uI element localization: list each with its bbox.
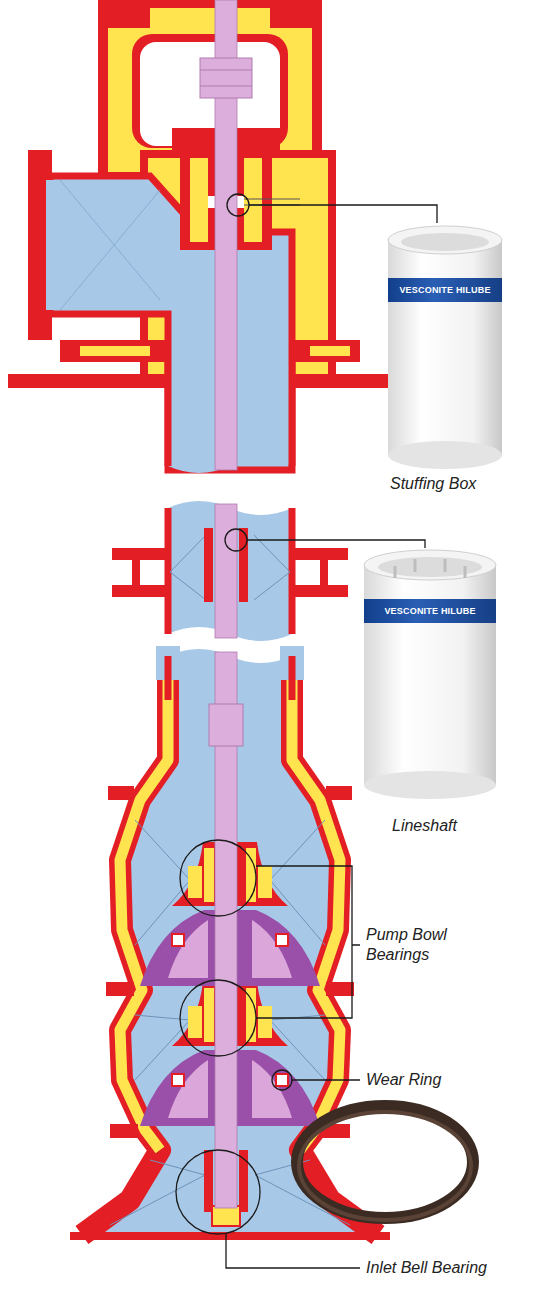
lineshaft-bushing-photo (395, 559, 465, 578)
column-pipe (112, 585, 168, 597)
column-pipe (292, 548, 348, 560)
leader-lines (176, 194, 437, 1268)
brand-text: VESCONITE HILUBE (364, 604, 496, 618)
discharge-head (108, 8, 312, 172)
leader-lines (292, 1079, 360, 1080)
part-name: Stuffing Box (390, 474, 510, 494)
brand-text: VESCONITE HILUBE (388, 283, 502, 297)
bowl-bearing-hub (246, 848, 256, 902)
bowl-bearing-hub (188, 866, 202, 898)
stuffing-box-bushing-photo (388, 240, 502, 455)
leader-lines (180, 980, 256, 1056)
stuffing-box-bushing-photo (388, 441, 502, 469)
bowl-bearing-hub (204, 988, 214, 1042)
leader-lines (180, 840, 256, 916)
stuffing-box-bushing-photo (388, 226, 502, 254)
lineshaft-bushing-photo (364, 771, 496, 799)
bowl-bearing-hub (258, 1006, 272, 1038)
leader-lines (227, 194, 249, 216)
leader-lines (176, 1150, 260, 1234)
impeller (252, 1060, 292, 1118)
inlet-bell-bearing (212, 1206, 240, 1226)
stuffing-box-housing (190, 158, 208, 242)
column-pipe (320, 560, 328, 585)
part-name: Inlet Bell Bearing (366, 1258, 536, 1278)
impeller (168, 920, 208, 978)
column-pipe (168, 501, 292, 641)
wear-ring-photo (297, 1106, 473, 1220)
discharge-head (270, 0, 322, 28)
pump-bowl-assembly (106, 982, 134, 996)
stuffing-box-housing (244, 199, 300, 205)
part-name: Wear Ring (366, 1070, 486, 1090)
bowl-bearing-hub (258, 866, 272, 898)
pump-bowl-assembly (326, 786, 352, 800)
leader-lines (272, 1070, 292, 1090)
pump-bowl-assembly (108, 786, 134, 800)
inlet-bell-bearing (204, 1150, 213, 1212)
lineshaft-bushing-photo (364, 550, 496, 799)
discharge-head (60, 180, 160, 310)
pump-shaft (215, 504, 237, 638)
impeller (276, 934, 288, 946)
stuffing-box-housing (244, 158, 262, 242)
impeller (252, 920, 292, 978)
lineshaft-bushing-photo (364, 550, 496, 580)
lineshaft-bushing-photo (364, 599, 496, 623)
impeller (168, 1060, 208, 1118)
column-pipe (292, 585, 348, 597)
part-name: Lineshaft (392, 816, 502, 836)
bowl-bearing-hub (204, 848, 214, 902)
pump-bowl-assembly (70, 1232, 390, 1240)
part-name: Pump Bowl Bearings (366, 925, 466, 965)
leader-lines (247, 540, 425, 548)
pump-shaft (200, 0, 252, 1208)
lineshaft-bushing-photo (378, 557, 482, 577)
column-pipe (132, 560, 140, 585)
pump-bowl-assembly (326, 982, 354, 996)
discharge-head (46, 180, 54, 310)
stuffing-box-bushing-photo (388, 226, 502, 469)
leader-lines (256, 866, 360, 1018)
stuffing-box-bushing-photo (388, 278, 502, 302)
bowl-bearing-hub (188, 1006, 202, 1038)
leader-lines (226, 1234, 360, 1268)
pump-bowl-assembly (82, 656, 168, 1235)
column-pipe (112, 548, 168, 560)
leader-lines (225, 529, 247, 551)
impeller (172, 934, 184, 946)
discharge-head (80, 346, 150, 356)
discharge-head (98, 0, 150, 28)
impeller (276, 1074, 288, 1086)
pump-shaft (200, 58, 252, 98)
discharge-head (310, 346, 350, 356)
stuffing-box-bushing-photo (401, 233, 489, 251)
pump-bowl-assembly (120, 656, 168, 1150)
pump-shaft (200, 70, 252, 86)
pump-bowl-assembly (70, 646, 390, 1240)
pump-shaft (209, 704, 243, 746)
column-pipe (204, 528, 213, 602)
lineshaft-bushing-photo (364, 565, 496, 785)
wear-ring-photo (299, 1112, 471, 1220)
pump-bowl-assembly (110, 1124, 138, 1138)
wear-ring-photo (297, 1106, 473, 1218)
impeller (172, 1074, 184, 1086)
pump-bowl-assembly (292, 656, 340, 1150)
leader-lines (249, 205, 437, 223)
pump-bowl-assembly (82, 649, 378, 1235)
bowl-bearing-hub (246, 988, 256, 1042)
